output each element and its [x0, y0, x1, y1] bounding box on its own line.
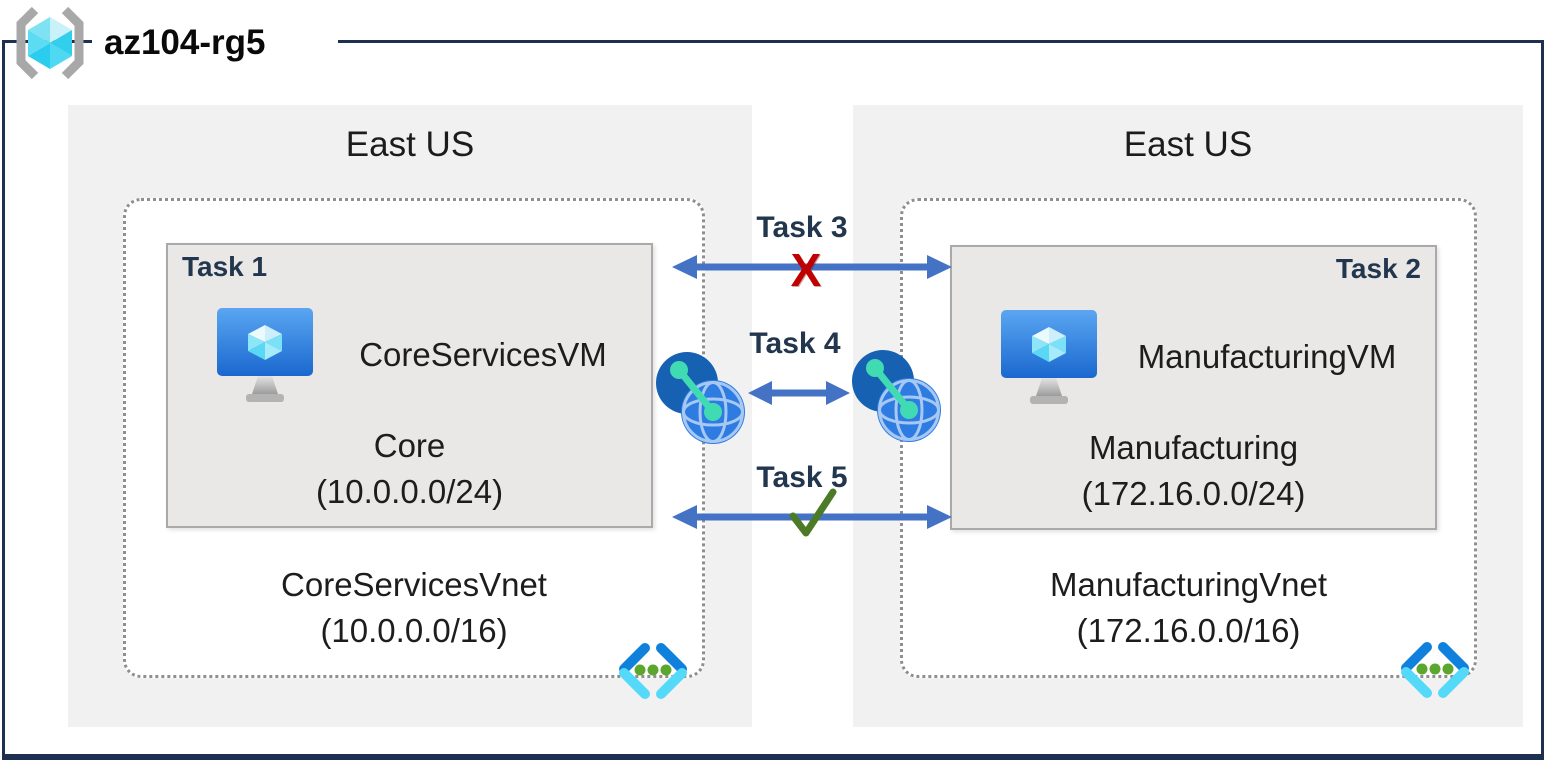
virtual-network-icon: [616, 641, 690, 705]
title-background: [92, 18, 338, 66]
vm-name: ManufacturingVM: [1137, 338, 1397, 375]
region-label: East US: [345, 125, 475, 164]
task-4-label: Task 4: [749, 327, 841, 360]
subnet-name: Manufacturing: [1088, 429, 1299, 466]
task-box-1: Task 1 CoreServicesVM Core (10.0.0.0/24): [166, 243, 653, 528]
vnet-name: CoreServicesVnet: [281, 566, 547, 603]
resource-group-frame: [2, 40, 1544, 760]
virtual-machine-icon: [998, 307, 1100, 409]
vnet-cidr: (10.0.0.0/16): [320, 612, 508, 649]
subnet-label: Core (10.0.0.0/24): [168, 423, 651, 515]
virtual-network-icon: [1398, 640, 1472, 704]
resource-group-icon: [6, 2, 94, 84]
vnet-name: ManufacturingVnet: [1049, 566, 1327, 603]
vnet-peering-icon: [851, 348, 943, 444]
task-2-label: Task 2: [1335, 253, 1421, 284]
blocked-x-marker: X: [790, 244, 822, 296]
vm-name: CoreServicesVM: [359, 336, 607, 373]
task-3-label: Task 3: [756, 211, 848, 244]
vnet-peering-icon: [655, 350, 747, 446]
task-box-2: Task 2 ManufacturingVM Manufacturing (17…: [950, 245, 1437, 530]
vnet-cidr: (172.16.0.0/16): [1076, 612, 1301, 649]
region-label: East US: [1123, 125, 1253, 164]
vnet-label-coreservices: CoreServicesVnet (10.0.0.0/16): [123, 562, 705, 654]
task-1-label: Task 1: [182, 251, 268, 282]
resource-group-title: az104-rg5: [104, 23, 266, 62]
vnet-label-manufacturing: ManufacturingVnet (172.16.0.0/16): [900, 562, 1477, 654]
task-5-label: Task 5: [756, 461, 848, 494]
subnet-cidr: (172.16.0.0/24): [1081, 475, 1306, 512]
subnet-name: Core: [373, 427, 446, 464]
subnet-label: Manufacturing (172.16.0.0/24): [952, 425, 1435, 517]
virtual-machine-icon: [214, 305, 316, 407]
subnet-cidr: (10.0.0.0/24): [315, 473, 504, 510]
